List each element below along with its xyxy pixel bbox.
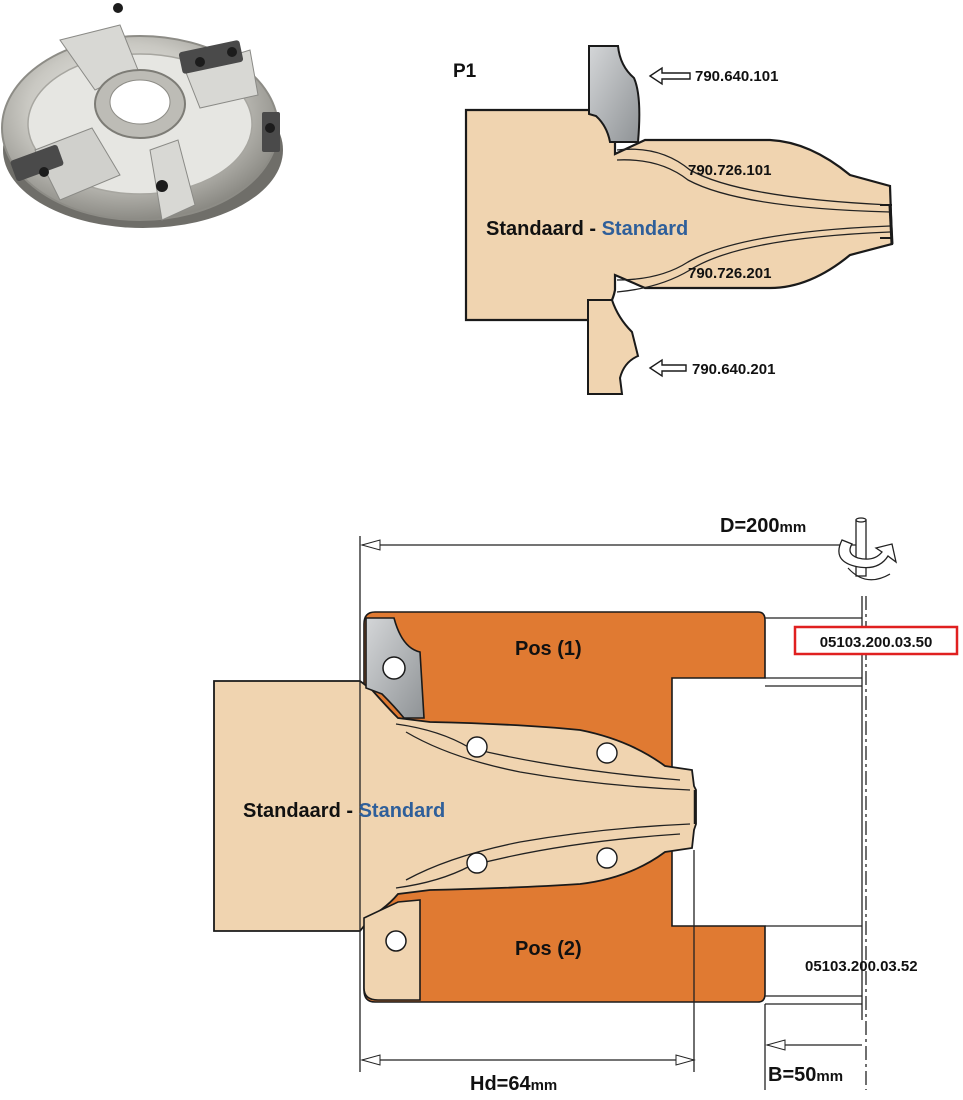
dimension-b — [765, 1039, 862, 1051]
knife-bottom — [587, 299, 640, 395]
code-pos2: 05103.200.03.52 — [805, 958, 918, 975]
code-pos1: 05103.200.03.50 — [820, 634, 933, 651]
code-pos1-highlight — [793, 625, 959, 656]
dim-hd-value: Hd=64 — [470, 1073, 531, 1095]
svg-text:Hd=64mm: Hd=64mm — [470, 1073, 557, 1095]
callout-knife-top: 790.640.101 — [695, 68, 778, 85]
callout-knife-bottom: 790.640.201 — [692, 361, 775, 378]
pos2-label: Pos (2) — [515, 938, 582, 960]
dimension-d — [360, 539, 862, 551]
dim-d-unit: mm — [780, 519, 807, 536]
rotation-direction-icon — [838, 517, 898, 581]
pos1-label: Pos (1) — [515, 638, 582, 660]
callout-arrow-top-icon — [648, 66, 691, 86]
svg-text:Standaard - Standard: Standaard - Standard — [243, 800, 445, 822]
diagram-title: P1 — [453, 61, 477, 82]
dim-hd-unit: mm — [531, 1077, 558, 1094]
dim-d-value: D=200 — [720, 515, 780, 537]
svg-text:D=200mm: D=200mm — [720, 515, 806, 537]
callout-insert-bottom: 790.726.201 — [688, 265, 771, 282]
dim-b-value: B=50 — [768, 1064, 816, 1086]
dim-b-unit: mm — [816, 1068, 843, 1085]
bottom-label-standaard: Standaard - — [243, 800, 359, 822]
cutter-assembly-diagram: D=200mm Hd=64mm B=50mm Pos (1) Pos (2) — [213, 515, 959, 1095]
svg-text:B=50mm: B=50mm — [768, 1064, 843, 1086]
top-label-standaard: Standaard - — [486, 218, 602, 240]
callout-insert-top: 790.726.101 — [688, 162, 771, 179]
knife-top — [588, 45, 641, 143]
workpiece-profile — [464, 108, 894, 322]
top-label-standard: Standard — [602, 218, 689, 240]
dimension-hd — [360, 1054, 696, 1066]
cutter-head-photo-icon — [1, 3, 283, 228]
callout-arrow-bottom-icon — [648, 358, 687, 378]
svg-text:Standaard - Standard: Standaard - Standard — [486, 218, 688, 240]
profile-diagram-p1: P1 Standaard - Standard 790.726.101 790.… — [453, 45, 894, 395]
bottom-label-standard: Standard — [359, 800, 446, 822]
